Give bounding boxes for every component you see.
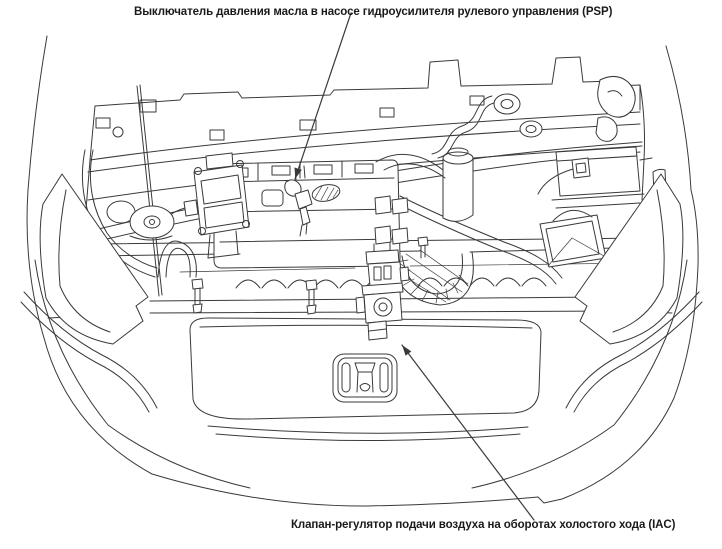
power-steering-pump xyxy=(155,152,250,259)
iac-valve xyxy=(355,242,410,341)
battery xyxy=(537,146,653,209)
psp-switch xyxy=(261,165,341,237)
headlight-left xyxy=(20,173,158,413)
headlight-right xyxy=(565,173,703,413)
honda-logo-icon xyxy=(332,353,398,403)
psp-label: Выключатель давления масла в насосе гидр… xyxy=(134,6,613,18)
fan-housing xyxy=(389,249,474,306)
fuse-box xyxy=(539,210,607,268)
psp-leader-line xyxy=(294,12,352,180)
pulley xyxy=(106,200,175,241)
iac-label: Клапан-регулятор подачи воздуха на оборо… xyxy=(291,519,676,531)
grille xyxy=(189,317,542,441)
iac-leader-line xyxy=(401,344,535,521)
intake-cylinder xyxy=(375,147,474,222)
car-body-outline xyxy=(26,35,699,507)
